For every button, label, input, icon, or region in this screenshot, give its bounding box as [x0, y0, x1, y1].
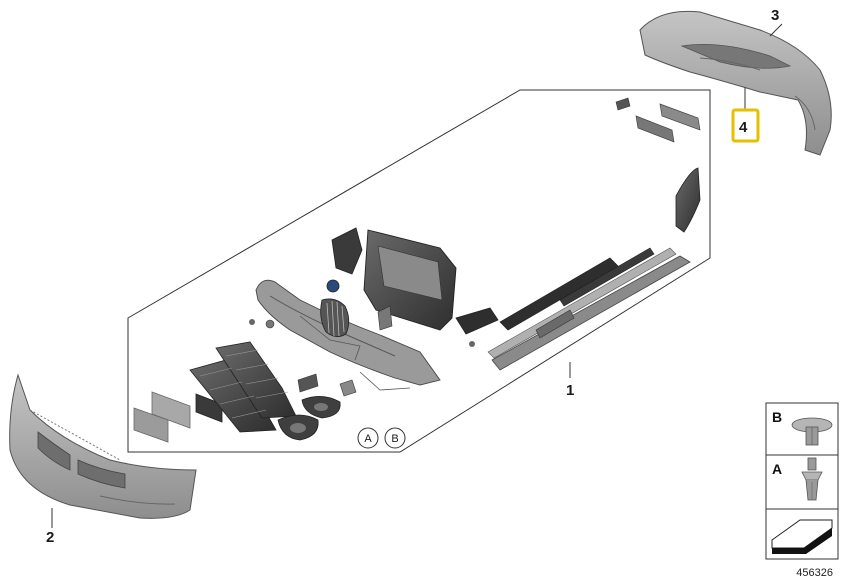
exploded-view-frame: [127, 89, 711, 453]
front-bumper[interactable]: [9, 373, 197, 519]
legend-row-b-letter: B: [772, 409, 782, 425]
kidney-grille[interactable]: [320, 298, 350, 337]
air-duct-frame[interactable]: [331, 227, 457, 331]
lower-grilles[interactable]: [189, 341, 297, 433]
rear-bumper[interactable]: [639, 10, 832, 156]
expansion-clip-icon[interactable]: [801, 457, 823, 501]
side-trim-strips[interactable]: [487, 247, 691, 371]
mounting-surface-icon: [771, 519, 833, 554]
highlight-box-4: [731, 108, 760, 143]
callout-2[interactable]: 2: [46, 529, 54, 546]
callout-1[interactable]: 1: [566, 382, 574, 399]
callout-4[interactable]: 4: [739, 119, 748, 136]
bumper-carrier[interactable]: [255, 279, 441, 391]
bumper-pads[interactable]: [133, 391, 223, 443]
circled-ref-a-label: A: [364, 433, 372, 445]
emblem-icon[interactable]: [326, 279, 340, 293]
document-number: 456326: [796, 567, 833, 579]
legend-row-a-letter: A: [772, 461, 782, 477]
push-rivet-icon[interactable]: [791, 417, 833, 446]
callout-3[interactable]: 3: [771, 7, 779, 24]
reflector-pads[interactable]: [615, 97, 701, 143]
circled-ref-b-label: B: [391, 433, 398, 445]
circled-ref-a[interactable]: [357, 427, 379, 449]
fog-light-trims[interactable]: [277, 396, 341, 441]
small-brackets[interactable]: [249, 305, 499, 397]
leader-line-3: [769, 23, 783, 37]
side-bracket[interactable]: [675, 167, 701, 233]
fastener-legend: B A: [765, 402, 839, 560]
circled-ref-b[interactable]: [384, 427, 406, 449]
